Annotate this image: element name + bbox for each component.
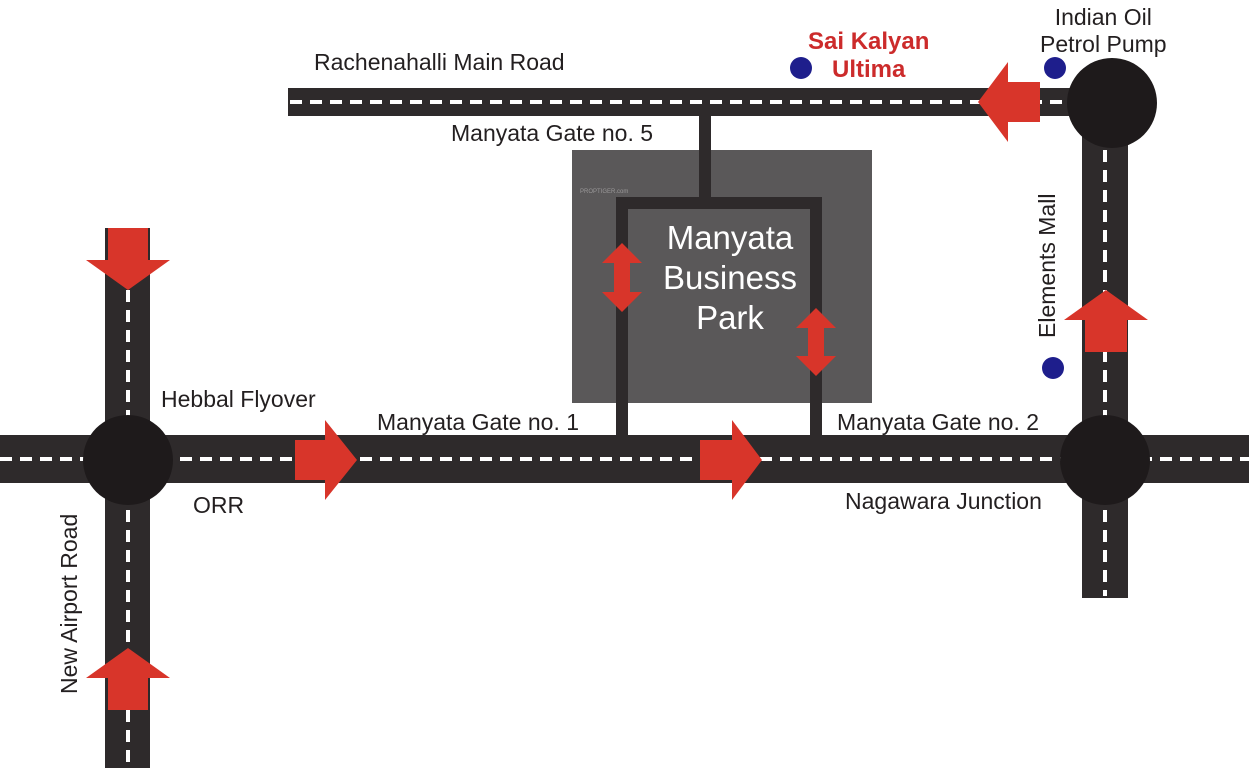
landmarks — [790, 57, 1066, 379]
watermark: PROPTIGER.com — [580, 189, 629, 195]
junction-top-right — [1067, 58, 1157, 148]
park-line3: Park — [696, 299, 764, 336]
junctions — [83, 58, 1157, 505]
label-rachenahalli-main-road: Rachenahalli Main Road — [314, 49, 565, 75]
indian-oil-line1: Indian Oil — [1054, 4, 1152, 30]
double-arrow-icon — [796, 308, 836, 376]
arrow-left-icon — [978, 62, 1040, 142]
label-hebbal-flyover: Hebbal Flyover — [161, 386, 316, 412]
double-arrow-icon — [602, 243, 642, 312]
junction-hebbal — [83, 415, 173, 505]
label-indian-oil: Indian Oil Petrol Pump — [1040, 4, 1167, 58]
project-name-line1: Sai Kalyan — [808, 28, 930, 55]
road-park-top — [616, 197, 822, 209]
road-gate1 — [616, 197, 628, 437]
label-manyata-business-park: Manyata Business Park — [630, 218, 830, 338]
project-name-line2: Ultima — [832, 56, 906, 83]
arrow-up-icon — [1064, 290, 1148, 352]
arrow-right-icon — [700, 420, 762, 500]
junction-nagawara — [1060, 415, 1150, 505]
arrow-up-icon — [86, 648, 170, 710]
indian-oil-line2: Petrol Pump — [1040, 31, 1167, 57]
arrow-right-icon — [295, 420, 357, 500]
label-new-airport-road: New Airport Road — [56, 513, 82, 694]
label-gate-2: Manyata Gate no. 2 — [837, 409, 1040, 435]
label-nagawara-junction: Nagawara Junction — [845, 488, 1042, 514]
label-gate-1: Manyata Gate no. 1 — [377, 409, 580, 435]
label-project: Sai Kalyan Ultima — [808, 28, 929, 84]
road-gate5 — [699, 116, 711, 208]
park-line1: Manyata — [666, 219, 794, 256]
landmark-dot-project — [790, 57, 812, 79]
park-line2: Business — [663, 259, 797, 296]
landmark-dot-petrol — [1044, 57, 1066, 79]
landmark-dot-mall — [1042, 357, 1064, 379]
arrow-down-icon — [86, 228, 170, 290]
arrows — [86, 62, 1148, 710]
label-orr: ORR — [193, 492, 245, 518]
label-elements-mall: Elements Mall — [1034, 193, 1060, 338]
label-gate-5: Manyata Gate no. 5 — [451, 120, 654, 146]
